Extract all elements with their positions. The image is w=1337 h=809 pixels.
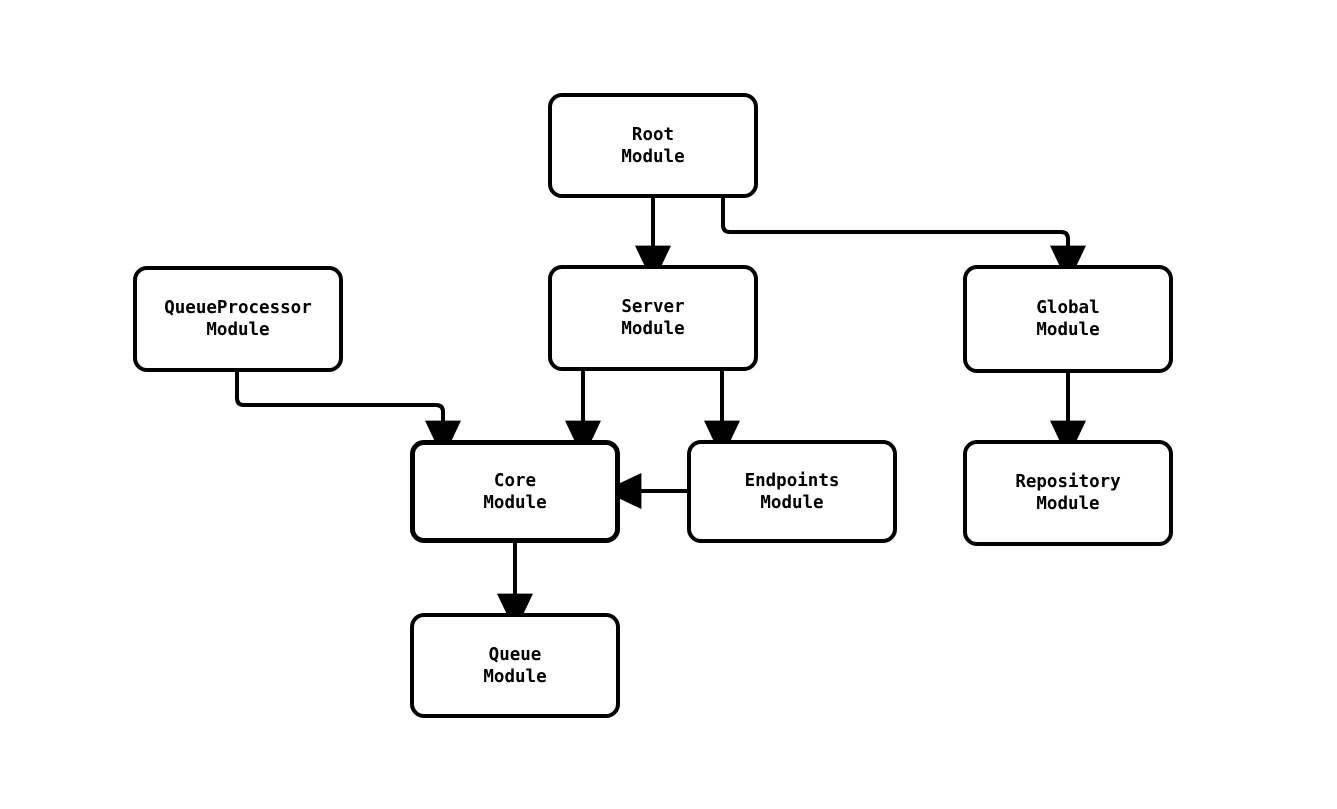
node-label-queue-module: Queue Module [483, 644, 547, 687]
edge-root-to-global [721, 198, 1086, 284]
node-global-module[interactable]: Global Module [963, 265, 1173, 373]
node-server-module[interactable]: Server Module [548, 265, 758, 371]
node-label-root-module: Root Module [621, 124, 685, 167]
node-core-module[interactable]: Core Module [410, 440, 620, 543]
node-label-repository-module: Repository Module [1015, 472, 1121, 514]
node-queue-module[interactable]: Queue Module [410, 613, 620, 718]
node-label-core-module: Core Module [483, 470, 547, 513]
edge-queueprocessor-to-core [235, 372, 461, 459]
node-label-endpoints-module: Endpoints Module [744, 470, 840, 513]
node-root-module[interactable]: Root Module [548, 93, 758, 198]
node-queueprocessor-module[interactable]: QueueProcessor Module [133, 266, 343, 372]
node-label-queueprocessor-module: QueueProcessor Module [164, 298, 312, 340]
node-label-global-module: Global Module [1036, 298, 1100, 340]
node-repository-module[interactable]: Repository Module [963, 440, 1173, 546]
node-label-server-module: Server Module [621, 297, 685, 339]
node-endpoints-module[interactable]: Endpoints Module [687, 440, 897, 543]
